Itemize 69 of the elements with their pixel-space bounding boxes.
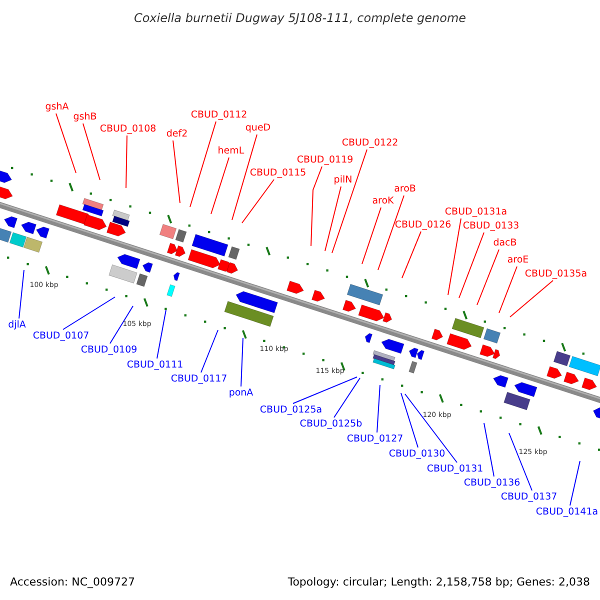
gene-label: hemL (218, 146, 244, 156)
gene-label: CBUD_0112 (190, 110, 248, 120)
leader-line (190, 121, 216, 208)
leader-line (404, 394, 458, 463)
gene-label: CBUD_0131 (426, 464, 484, 474)
leader-line (56, 113, 76, 174)
leader-line (324, 186, 342, 252)
gene-label: CBUD_0127 (346, 434, 404, 444)
leader-line (484, 422, 494, 477)
gene-label: aroK (372, 196, 394, 206)
gene-label: CBUD_0136 (464, 478, 520, 488)
accession-text: Accession: NC_009727 (10, 576, 136, 588)
gene-label: CBUD_0117 (170, 374, 228, 384)
leader-line (292, 376, 358, 404)
leader-line (458, 232, 484, 298)
gene-label: CBUD_0115 (250, 168, 306, 178)
genome-stats-text: Topology: circular; Length: 2,158,758 bp; Genes: 2,038 (288, 576, 590, 588)
gene-label: CBUD_0107 (32, 330, 90, 342)
gene-label: CBUD_0111 (126, 360, 184, 370)
leader-line (378, 195, 404, 270)
leader-line (172, 140, 180, 204)
leader-line (400, 392, 418, 448)
gene-label: gshB (73, 112, 97, 122)
map-title: Coxiella burnetii Dugway 5J108-111, complete genome (134, 11, 466, 25)
leader-line (508, 432, 532, 491)
gene-label: djlA (8, 320, 26, 330)
gene-label: aroB (394, 184, 416, 194)
leader-line (82, 123, 100, 180)
leader-line (242, 179, 274, 224)
leader-line (62, 296, 116, 330)
leader-line (240, 338, 244, 387)
leader-line (448, 218, 462, 296)
leader-line (200, 330, 218, 373)
leader-line (18, 270, 24, 319)
gene-label: CBUD_0125b (300, 418, 362, 430)
gene-label: CBUD_0108 (100, 124, 156, 134)
gene-label: gshA (45, 102, 69, 112)
gene-label: CBUD_0122 (342, 138, 398, 148)
gene-label: CBUD_0109 (80, 344, 138, 356)
gene-label: def2 (166, 128, 188, 140)
leader-line (156, 310, 166, 359)
gene-label: queD (245, 122, 271, 134)
gene-label: CBUD_0141a (536, 506, 598, 518)
gene-label: dacB (493, 238, 517, 248)
leader-line (570, 460, 580, 506)
gene-label: CBUD_0137 (500, 492, 558, 502)
leader-line (362, 207, 382, 264)
gene-label: pilN (334, 174, 352, 186)
leader-line (210, 157, 230, 214)
leader-line (376, 384, 380, 433)
gene-label: ponA (228, 388, 254, 398)
gene-label: CBUD_0135a (524, 268, 588, 280)
leader-line (476, 249, 500, 306)
leader-line (510, 280, 554, 318)
leader-line (232, 134, 258, 220)
leader-line (110, 306, 134, 344)
gene-label: CBUD_0130 (388, 448, 446, 460)
leader-line (332, 149, 368, 254)
gene-label: CBUD_0133 (462, 220, 520, 232)
gene-label: CBUD_0119 (296, 154, 354, 166)
leader-line (310, 166, 322, 246)
leader-line (498, 266, 518, 314)
gene-label: CBUD_0125a (260, 404, 322, 416)
gene-label: CBUD_0131a (444, 206, 508, 218)
gene-label: aroE (507, 254, 529, 266)
leader-line (402, 231, 422, 278)
leader-line (334, 378, 360, 418)
leader-line (126, 135, 128, 188)
gene-label: CBUD_0126 (394, 220, 452, 230)
